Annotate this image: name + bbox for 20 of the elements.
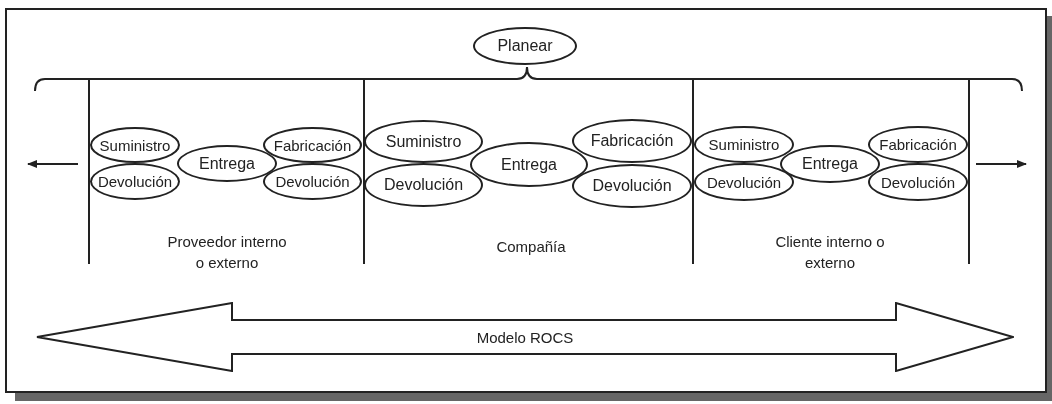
- process-ellipse: Devolución: [90, 163, 180, 200]
- process-ellipse: Devolución: [868, 163, 968, 201]
- double-arrow: [36, 302, 1014, 372]
- process-ellipse: Devolución: [263, 163, 362, 200]
- process-ellipse: Devolución: [364, 163, 483, 207]
- segment-label: Compañía: [495, 237, 567, 257]
- process-ellipse: Devolución: [694, 163, 794, 201]
- segment-label: Cliente interno o externo: [774, 232, 886, 273]
- process-ellipse: Suministro: [364, 120, 483, 163]
- process-ellipse: Entrega: [470, 142, 588, 187]
- process-ellipse: Fabricación: [572, 119, 692, 163]
- process-ellipse: Fabricación: [263, 127, 362, 163]
- process-ellipse: Fabricación: [868, 126, 968, 163]
- process-ellipse: Planear: [473, 27, 577, 65]
- segment-label: Proveedor interno o externo: [166, 232, 288, 273]
- process-ellipse: Suministro: [90, 127, 180, 163]
- process-ellipse: Entrega: [780, 145, 880, 183]
- arrow-label: Modelo ROCS: [476, 328, 574, 346]
- process-ellipse: Devolución: [572, 164, 692, 208]
- process-ellipse: Suministro: [694, 126, 794, 163]
